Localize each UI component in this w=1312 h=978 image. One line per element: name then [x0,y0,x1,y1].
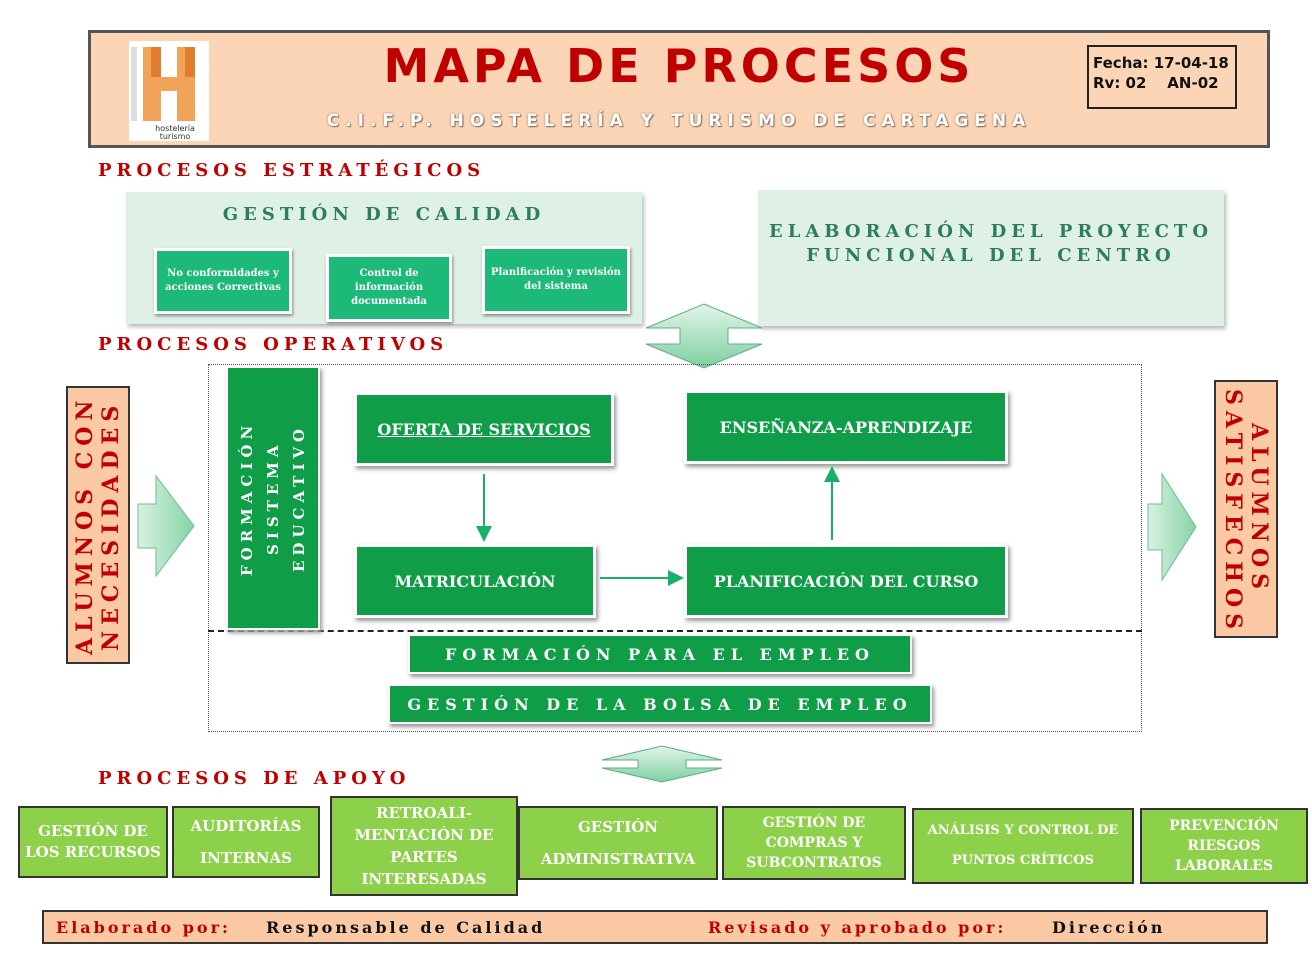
input-arrow-icon [137,474,195,578]
enrollment-box: MATRICULACIÓN [354,544,596,618]
operative-divider [208,630,1142,632]
input-students-box: ALUMNOS CON NECESIDADES [66,386,130,664]
page-subtitle: C.I.F.P. HOSTELERÍA Y TURISMO DE CARTAGE… [326,111,1032,131]
approved-by-value: Dirección [1052,918,1166,937]
support-risk-prevention-box: PREVENCIÓN RIESGOS LABORALES [1140,808,1308,884]
output-students-box: ALUMNOS SATISFECHOS [1214,380,1278,638]
logo-h-icon [131,47,195,121]
support-stakeholder-feedback-box: RETROALI-MENTACIÓN DE PARTES INTERESADAS [330,796,518,896]
job-bank-box: GESTIÓN DE LA BOLSA DE EMPLEO [388,684,932,724]
teaching-learning-box: ENSEÑANZA-APRENDIZAJE [684,390,1008,464]
operative-frame [208,364,1142,732]
teaching-learning-label: ENSEÑANZA-APRENDIZAJE [719,417,973,437]
support-double-arrow-icon [601,745,723,783]
support-resources-box: GESTIÓN DE LOS RECURSOS [18,806,168,878]
course-planning-label: PLANIFICACIÓN DEL CURSO [713,571,979,591]
support-critical-points-box: ANÁLISIS Y CONTROL DE PUNTOS CRÍTICOS [912,808,1134,884]
employment-training-box: FORMACIÓN PARA EL EMPLEO [408,634,912,674]
operative-section-title: PROCESOS OPERATIVOS [98,334,449,355]
support-internal-audits-box: AUDITORÍAS INTERNAS [172,806,320,878]
output-students-label: ALUMNOS SATISFECHOS [1220,389,1272,636]
enrollment-label: MATRICULACIÓN [394,571,556,591]
output-arrow-icon [1147,472,1197,582]
revision-line: Rv: 02 AN-02 [1093,74,1219,92]
job-bank-label: GESTIÓN DE LA BOLSA DE EMPLEO [407,694,913,714]
quality-item-documented-info: Control de información documentada [326,254,452,322]
quality-item-system-planning: Planificación y revisión del sistema [482,246,630,314]
quality-item-nonconformities: No conformidades y acciones Correctivas [154,248,292,314]
quality-management-title: GESTIÓN DE CALIDAD [222,204,546,225]
services-offer-box[interactable]: OFERTA DE SERVICIOS [354,392,614,466]
functional-project-box: ELABORACIÓN DEL PROYECTO FUNCIONAL DEL C… [758,190,1224,326]
page-title: MAPA DE PROCESOS [383,39,975,93]
strategic-section-title: PROCESOS ESTRATÉGICOS [98,160,486,181]
header-banner: hostelería turismo MAPA DE PROCESOS C.I.… [88,30,1270,148]
education-system-label: FORMACIÓN SISTEMA EDUCATIVO [238,420,308,576]
services-offer-label[interactable]: OFERTA DE SERVICIOS [377,419,591,439]
employment-training-label: FORMACIÓN PARA EL EMPLEO [445,644,875,664]
support-purchasing-box: GESTIÓN DE COMPRAS Y SUBCONTRATOS [722,806,906,880]
strategic-double-arrow-icon [645,303,763,369]
logo-text: hostelería turismo [155,124,195,141]
prepared-by-label: Elaborado por: [56,918,231,937]
input-students-label: ALUMNOS CON NECESIDADES [72,394,124,656]
prepared-by-value: Responsable de Calidad [266,918,546,937]
footer-bar: Elaborado por: Responsable de Calidad Re… [42,910,1268,944]
date-line: Fecha: 17-04-18 [1093,54,1229,72]
school-logo: hostelería turismo [129,41,209,141]
education-system-box: FORMACIÓN SISTEMA EDUCATIVO [226,366,320,630]
quality-management-box: GESTIÓN DE CALIDAD No conformidades y ac… [126,192,642,324]
document-meta-box: Fecha: 17-04-18 Rv: 02 AN-02 [1087,45,1237,109]
support-section-title: PROCESOS DE APOYO [98,768,411,789]
functional-project-title: ELABORACIÓN DEL PROYECTO FUNCIONAL DEL C… [768,221,1214,266]
approved-by-label: Revisado y aprobado por: [708,918,1007,937]
support-administration-box: GESTIÓN ADMINISTRATIVA [518,806,718,880]
course-planning-box: PLANIFICACIÓN DEL CURSO [684,544,1008,618]
